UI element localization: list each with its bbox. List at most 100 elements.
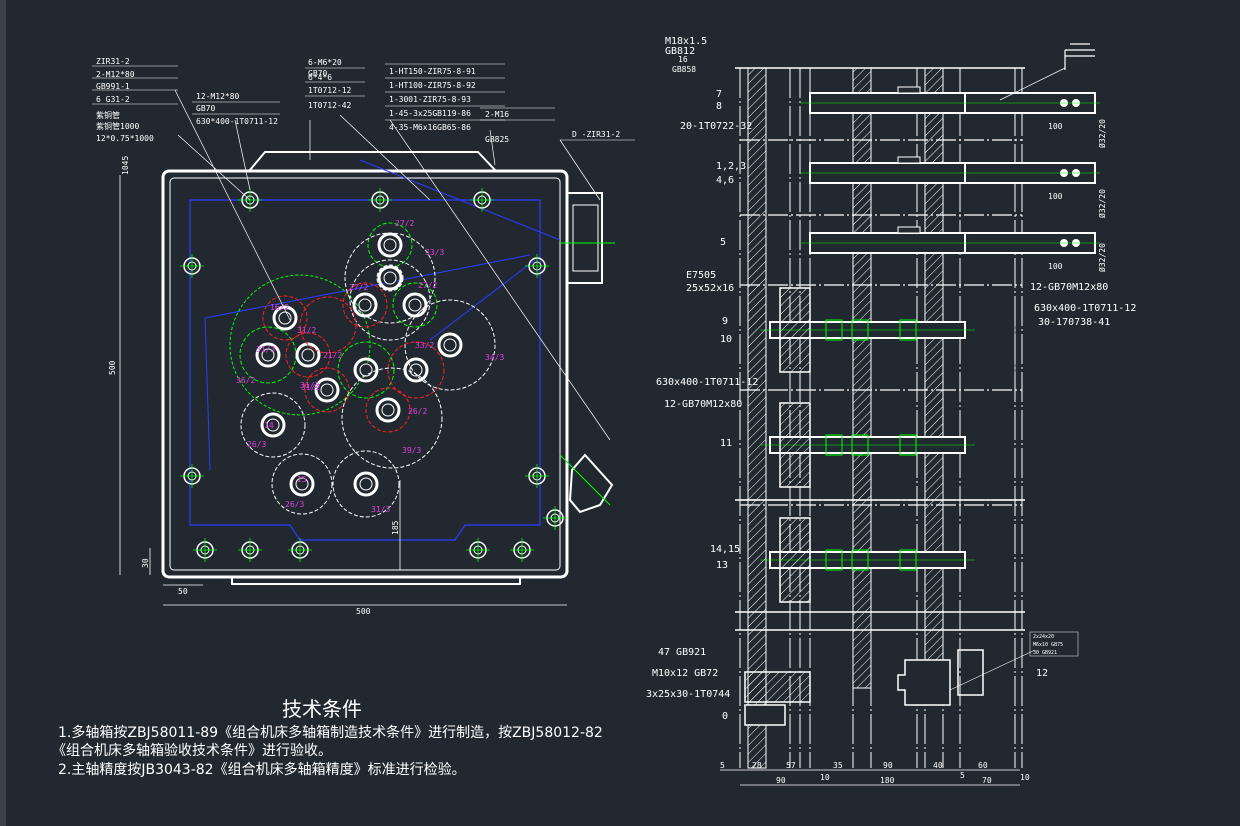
gear	[342, 282, 388, 328]
spindle	[800, 226, 1100, 254]
top-lug	[249, 151, 496, 171]
bolt-hole	[368, 188, 392, 212]
bottom-lug	[231, 577, 521, 585]
dim-width: 500	[356, 607, 371, 616]
sec-right-0: 12-GB70M12x80	[1030, 282, 1108, 293]
callout-top-1: GB70	[308, 69, 327, 78]
bolt-hole	[510, 538, 534, 562]
gear	[304, 367, 350, 413]
gear-label: 21/2	[323, 351, 342, 360]
callout-right-1: 1-HT100-ZIR75-8-92	[389, 81, 476, 90]
sec-label-17: 14,15	[710, 544, 740, 555]
sec-label-2: 16	[678, 55, 688, 64]
dim-height: 500	[108, 360, 117, 375]
callout-left: ZIR31-2 2-M12*80 GB991-1 6 G31-2 紫铜管 紫铜管…	[92, 57, 178, 143]
notes-title: 技术条件	[282, 697, 362, 721]
notes-line-1: 1.多轴箱按ZBJ58011-89《组合机床多轴箱制造技术条件》进行制造，按ZB…	[58, 724, 603, 741]
callout-right-0: 1-HT150-ZIR75-8-91	[389, 67, 476, 76]
callout-right-3: 1-45-3x25GB119-86	[389, 109, 471, 118]
callout-right-2: 1-3001-ZIR75-8-93	[389, 95, 471, 104]
gear	[344, 232, 436, 324]
bolt-hole	[466, 538, 490, 562]
sec-label-15: 12-GB70M12x80	[664, 399, 742, 410]
bolt-hole	[193, 538, 217, 562]
sec-label-3: GB858	[672, 65, 696, 74]
sec-label-11: 25x52x16	[686, 283, 734, 294]
sec-right-3: 12	[1036, 668, 1048, 679]
svg-text:M6x10 GB75: M6x10 GB75	[1033, 642, 1063, 648]
notes-line-3: 2.主轴精度按JB3043-82《组合机床多轴箱精度》标准进行检验。	[58, 761, 466, 778]
bdim-0: 5	[720, 761, 725, 770]
technical-notes: 技术条件 1.多轴箱按ZBJ58011-89《组合机床多轴箱制造技术条件》进行制…	[52, 697, 603, 778]
bdim-1: 28	[752, 761, 762, 770]
gear	[365, 387, 411, 433]
wall-hatch-left	[747, 67, 767, 769]
callout-mid-0: 12-M12*80	[196, 92, 240, 101]
callout-top-2: 6*4*6	[308, 73, 332, 82]
gear-label: 16/2	[270, 303, 289, 312]
gear	[404, 299, 496, 391]
gear	[271, 453, 333, 515]
gear-label: 15	[297, 475, 307, 484]
drive-shaft	[760, 402, 975, 488]
sec-label-10: E7505	[686, 270, 716, 281]
gear	[299, 296, 357, 354]
callout-right-5: 2-M16	[485, 110, 509, 119]
bdim-6: 40	[933, 761, 943, 770]
bdim-11: 5	[960, 771, 965, 780]
shaft-dim-2: 100	[1048, 262, 1063, 271]
section-bands	[735, 67, 1025, 631]
left-frame-border	[0, 0, 6, 826]
drive-shaft	[760, 287, 975, 373]
gear	[341, 367, 443, 469]
bolt-hole	[525, 464, 549, 488]
box-outline	[161, 169, 569, 579]
sec-label-16: 11	[720, 438, 732, 449]
sec-label-22: 0	[722, 711, 728, 722]
sec-label-8: 4,6	[716, 175, 734, 186]
callout-top: 6-M6*20 GB70 6*4*6 1T0712-12 1T0712-42	[305, 58, 365, 110]
dia-label-2: Ø32/20	[1097, 243, 1107, 272]
bdim-9: 90	[776, 776, 786, 785]
gear-label: 31/2	[297, 326, 316, 335]
dim-offset-x: 50	[178, 587, 188, 596]
dim-offset-y: 30	[141, 558, 150, 568]
gear-label: 26/3	[285, 500, 304, 509]
sec-label-5: 8	[716, 101, 722, 112]
blue-link-lines	[204, 159, 561, 471]
shaft-dim-0: 100	[1048, 122, 1063, 131]
sec-label-9: 5	[720, 237, 726, 248]
bdim-4: 35	[833, 761, 843, 770]
leader-lines	[174, 89, 611, 441]
gasket-contour	[189, 199, 541, 541]
callout-left-5: 紫铜管1000	[96, 121, 139, 131]
callout-left-3: 6 G31-2	[96, 95, 130, 104]
sec-label-7: 1,2,3	[716, 161, 746, 172]
bolt-hole	[180, 254, 204, 278]
gear-label: 33/3	[425, 248, 444, 257]
bdim-7: 60	[978, 761, 988, 770]
gear-label: 31/2	[301, 383, 320, 392]
sec-label-18: 13	[716, 560, 728, 571]
gear	[332, 450, 400, 518]
sec-label-4: 7	[716, 89, 722, 100]
bdim-12: 70	[982, 776, 992, 785]
callout-mid: 12-M12*80 GB70 630*400-1T0711-12	[192, 92, 280, 126]
sec-label-13: 10	[720, 334, 732, 345]
gear	[262, 295, 308, 341]
motor-label: D -ZIR31-2	[572, 130, 620, 139]
gear-label: 31/2	[300, 381, 319, 390]
sec-label-14: 630x400-1T0711-12	[656, 377, 758, 388]
spindle	[800, 86, 1100, 114]
callout-right-6: GB825	[485, 135, 509, 144]
gear-label: 27/2	[418, 281, 437, 290]
motor-flange	[566, 192, 603, 284]
sec-label-6: 20-1T0722-32	[680, 121, 752, 132]
gear-label: 39/3	[402, 446, 421, 455]
bolt-hole	[238, 538, 262, 562]
callout-left-4: 紫铜管	[96, 110, 120, 120]
flag-symbol	[1064, 43, 1095, 70]
callout-top-0: 6-M6*20	[308, 58, 342, 67]
gear	[337, 341, 395, 399]
